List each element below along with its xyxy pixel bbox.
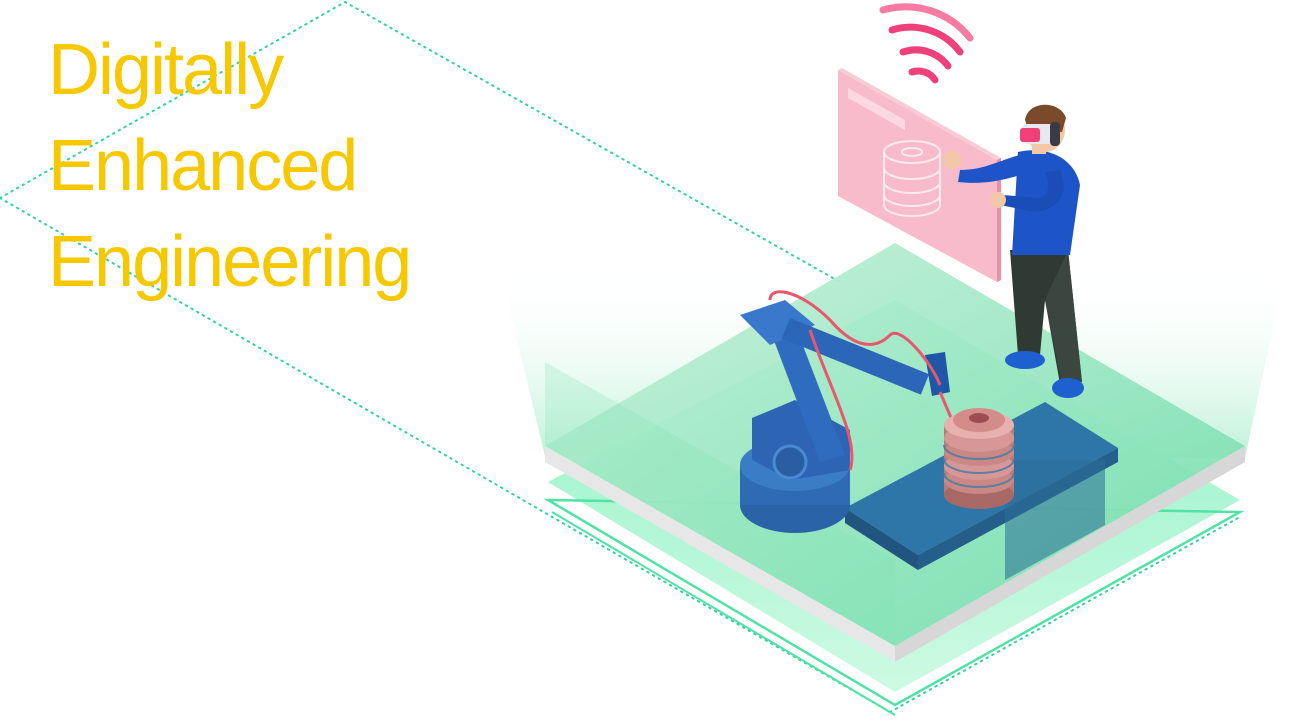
- worker: [943, 104, 1084, 398]
- screen-spool-icon: [883, 140, 941, 217]
- platform-side-right: [895, 446, 1245, 662]
- right-shoe: [1052, 378, 1084, 398]
- robot-arm-icon: [740, 300, 954, 533]
- platform-front-glass: [545, 362, 895, 646]
- dotted-guides: [0, 1, 1239, 713]
- left-shoe: [1005, 351, 1045, 369]
- spool-stack-icon: [943, 408, 1015, 509]
- headline-line-3: Engineering: [48, 222, 412, 302]
- platform-top: [545, 243, 1245, 646]
- wifi-icon: [879, 3, 974, 84]
- robot-cable-lower: [808, 329, 854, 471]
- headline-line-1: Digitally: [48, 30, 284, 110]
- headline-line-2: Enhanced: [48, 126, 358, 206]
- vr-headset-icon: [1020, 122, 1060, 146]
- platform-side-left: [545, 446, 895, 662]
- robot-cable: [768, 290, 942, 386]
- headline: Digitally Enhanced Engineering: [48, 22, 412, 310]
- glow-layer-edge: [551, 511, 896, 716]
- holo-screen: [838, 68, 1001, 282]
